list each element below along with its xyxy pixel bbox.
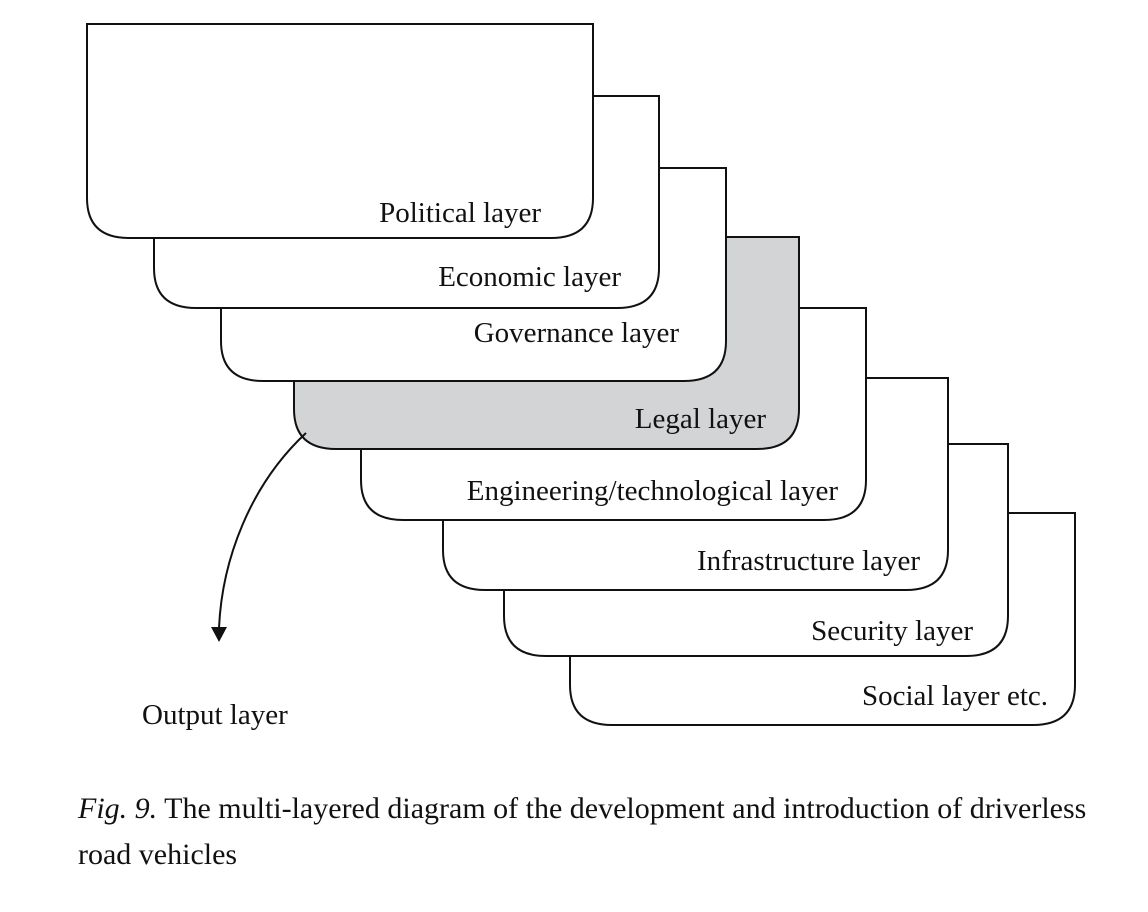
figure-ref: Fig. 9. (78, 792, 158, 825)
layer-label: Security layer (811, 615, 973, 647)
caption-text: The multi-layered diagram of the develop… (78, 792, 1087, 871)
layer-label: Social layer etc. (862, 680, 1048, 712)
layer-label: Governance layer (474, 317, 680, 349)
arrowhead-icon (211, 627, 227, 642)
layer-label: Infrastructure layer (697, 545, 920, 577)
layer-1: Political layer (86, 23, 594, 239)
output-arrow (211, 432, 307, 642)
layer-label: Legal layer (635, 403, 767, 435)
layer-label: Engineering/technological layer (467, 475, 839, 507)
figure-caption: Fig. 9. The multi-layered diagram of the… (78, 786, 1108, 878)
layer-diagram: Social layer etc. Security layer Infrastru… (86, 23, 1076, 731)
output-layer-label: Output layer (142, 699, 288, 731)
layer-label: Political layer (379, 197, 541, 229)
layer-box (86, 23, 594, 239)
output-arrow-curve (218, 432, 307, 629)
layer-label: Economic layer (438, 261, 621, 293)
layers-group: Social layer etc. Security layer Infrastru… (86, 23, 1076, 726)
